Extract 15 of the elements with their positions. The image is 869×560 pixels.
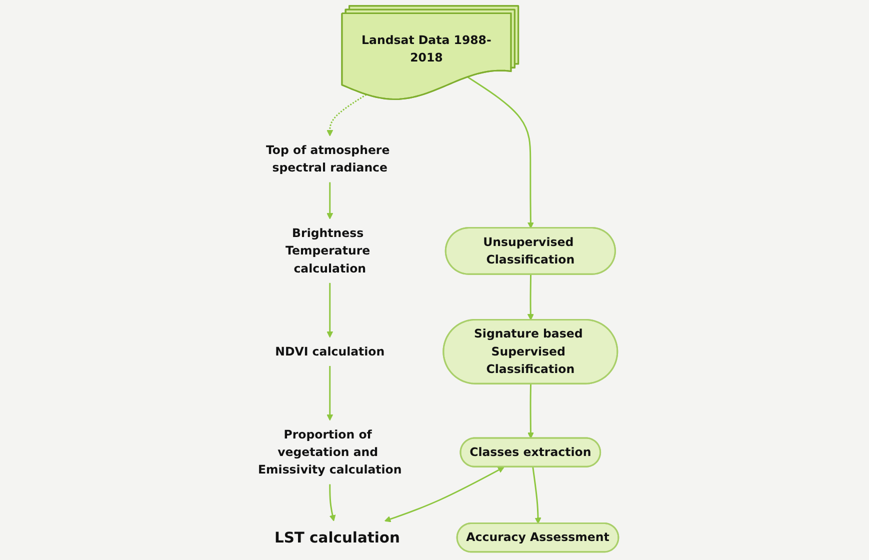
arrow — [384, 466, 504, 522]
node-text: Top of atmosphere spectral radiance — [266, 142, 390, 175]
arrow — [329, 484, 336, 522]
arrow — [527, 274, 534, 320]
arrow — [532, 466, 542, 524]
node-text: LST calculation — [274, 528, 400, 546]
arrow — [527, 384, 534, 439]
arrow — [326, 366, 333, 421]
node-text: Proportion of vegetation and Emissivity calculation — [258, 427, 402, 477]
arrow — [467, 76, 534, 228]
arrow — [326, 282, 333, 338]
arrow — [326, 94, 366, 136]
arrow — [326, 182, 333, 220]
node-text: Brightness Temperature calculation — [285, 226, 370, 276]
node-text: NDVI calculation — [274, 344, 384, 358]
